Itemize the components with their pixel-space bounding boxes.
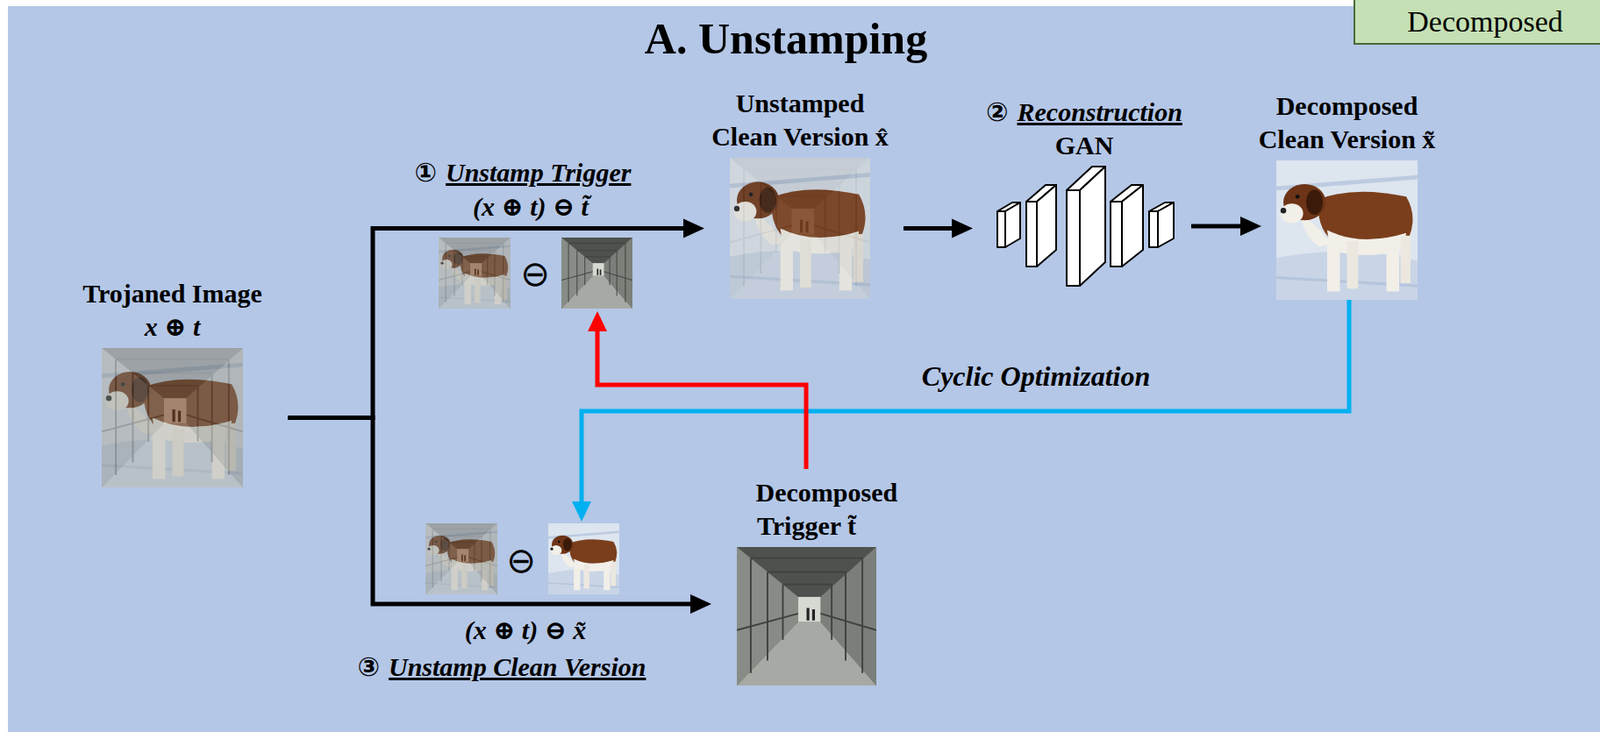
image-node: Decomposed Trigger t̃ (736, 547, 877, 686)
thumbnail (438, 237, 511, 309)
label: (x ⊕ t) ⊖ t̃ (472, 192, 589, 222)
caption-line: Trojaned Image (82, 277, 263, 311)
arrowhead (951, 219, 973, 239)
label-group: (x ⊕ t) ⊖ t̃ (472, 190, 589, 224)
arrowhead (1240, 216, 1262, 236)
connector (903, 226, 952, 231)
label: Cyclic Optimization (921, 360, 1150, 393)
caption-line: ② Reconstruction (985, 95, 1183, 129)
caption: Unstamped Clean Version x̂ (710, 86, 890, 154)
node-caption: ② (985, 97, 1008, 127)
connector (287, 228, 684, 419)
node-caption: Unstamped Clean Version x̂ (710, 86, 890, 154)
thumbnail (548, 523, 620, 595)
label-group: ⊖ (520, 254, 550, 293)
trigger-image (736, 547, 877, 686)
node-caption: Decomposed Clean Version x̃ (1257, 89, 1437, 157)
gan-icon (997, 166, 1174, 286)
unstamped-image (729, 157, 871, 300)
connector (287, 418, 691, 606)
caption-line: GAN (985, 128, 1183, 163)
label: Unstamp Clean Version (388, 652, 646, 682)
caption-line: Decomposed Trigger t̃ (756, 476, 858, 543)
caption: Decomposed Trigger t̃ (756, 476, 858, 543)
node-caption: GAN (1055, 130, 1115, 160)
label-group: ③ Unstamp Clean Version (357, 650, 647, 685)
label: ③ (357, 652, 380, 682)
label-group: (x ⊕ t) ⊖ x̃ (464, 614, 587, 648)
caption: Decomposed Clean Version x̃ (1257, 89, 1437, 157)
diagram-title: A. Unstamping (644, 13, 928, 65)
thumbnail (561, 237, 633, 309)
label: Unstamp Trigger (445, 157, 631, 187)
cyclic-line-red (587, 311, 807, 470)
gan-node: ②ReconstructionGAN (994, 166, 1174, 286)
clean-image (1276, 160, 1418, 300)
label: ① (414, 157, 437, 187)
label-group: ⊖ (506, 541, 536, 580)
cyclic-line-blue (571, 300, 1350, 522)
image-node: Trojaned Imagex ⊕ t (101, 348, 243, 488)
caption: Trojaned Image x ⊕ t (82, 277, 263, 344)
image-node: Decomposed Clean Version x̃ (1276, 160, 1418, 300)
image-node: Unstamped Clean Version x̂ (729, 157, 871, 300)
label-group: Cyclic Optimization (921, 358, 1150, 394)
label: (x ⊕ t) ⊖ x̃ (464, 615, 587, 645)
caption-line: Decomposed Clean Version x̃ (1257, 89, 1437, 157)
label-group: ① Unstamp Trigger (414, 156, 632, 190)
caption-line: Unstamped Clean Version x̂ (710, 86, 890, 154)
background-panel (7, 6, 1600, 732)
arrowhead (683, 219, 705, 239)
node-caption: Decomposed Trigger t̃ (756, 476, 858, 543)
caption-line: x ⊕ t (82, 310, 263, 344)
node-caption: Reconstruction (1017, 97, 1183, 127)
thumbnail (425, 523, 498, 595)
box-text: Decomposed (1407, 4, 1564, 40)
node-caption: Trojaned Image (82, 278, 263, 308)
cropped-box: Decomposed (1353, 0, 1600, 45)
caption: ② ReconstructionGAN (985, 95, 1183, 163)
node-caption: x ⊕ t (144, 312, 200, 342)
label: ⊖ (506, 540, 536, 581)
label: ⊖ (520, 253, 550, 294)
connector (1191, 224, 1241, 229)
arrowhead (690, 594, 712, 615)
trojaned-image (101, 348, 243, 488)
